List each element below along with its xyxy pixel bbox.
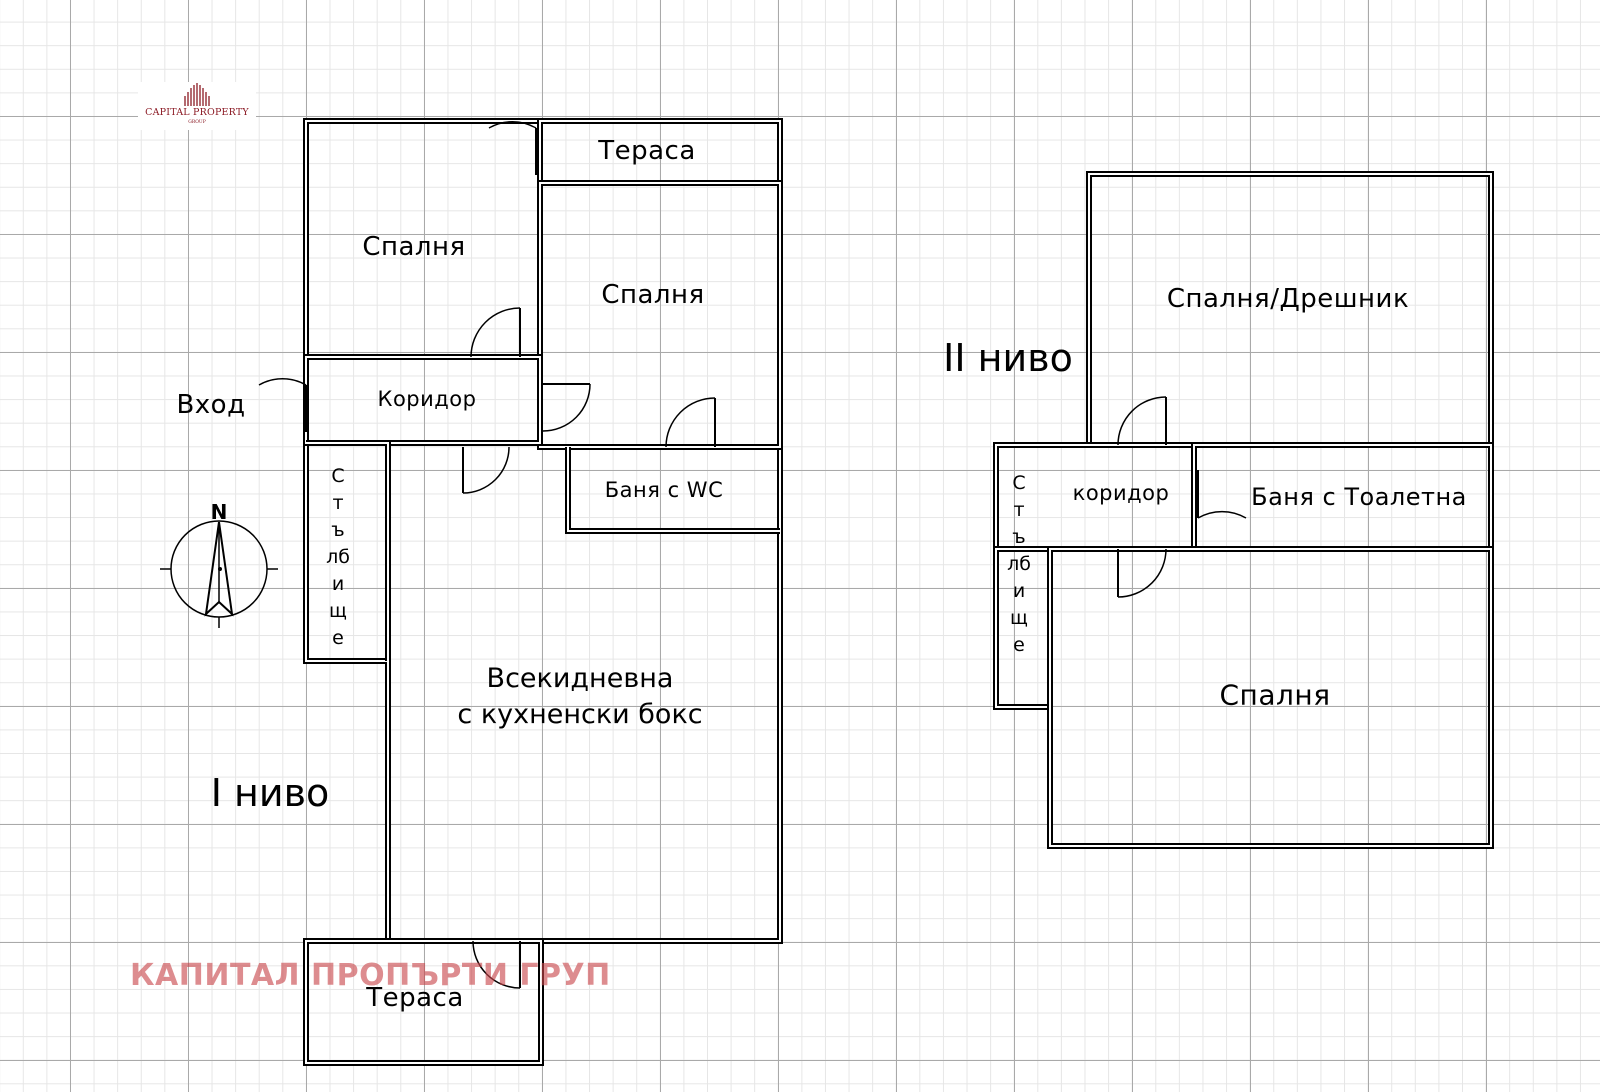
f1-terrace-bottom-wall bbox=[303, 938, 544, 1066]
f1-living-line2: с кухненски бокс bbox=[457, 699, 703, 730]
f1-door-corridor-right bbox=[542, 383, 591, 432]
f1-entrance-label: Вход bbox=[176, 390, 246, 420]
company-logo: CAPITAL PROPERTY GROUP bbox=[138, 82, 256, 130]
logo-name: CAPITAL PROPERTY bbox=[145, 107, 249, 118]
f1-door-living bbox=[462, 446, 510, 494]
logo-subtitle: GROUP bbox=[188, 120, 206, 125]
logo-building-icon bbox=[184, 83, 210, 106]
f2-corridor-label: коридор bbox=[1072, 481, 1170, 505]
walls bbox=[303, 118, 1494, 1066]
f2-door-bedroom-wardrobe bbox=[1117, 396, 1167, 446]
f1-bath-wall bbox=[565, 447, 780, 534]
f1-living-room-label: Всекидневна с кухненски бокс bbox=[457, 661, 702, 733]
f2-door-bedroom bbox=[1117, 548, 1167, 598]
f1-terrace-top-label: Тераса bbox=[598, 136, 696, 166]
f2-staircase-label: Стълбище bbox=[1007, 472, 1031, 656]
f1-door-bedroom-left bbox=[488, 121, 537, 175]
f1-door-entrance bbox=[258, 378, 307, 432]
f2-bedroom-label: Спалня bbox=[1219, 678, 1331, 712]
f1-stair-wall bbox=[306, 440, 391, 661]
f1-door-bedroom-left-corridor bbox=[470, 307, 521, 358]
f2-bathroom-label: Баня с Тоалетна bbox=[1251, 483, 1467, 511]
compass-icon: N bbox=[160, 500, 278, 628]
compass-north-label: N bbox=[211, 500, 228, 524]
f2-bedroom-wardrobe-label: Спалня/Дрешник bbox=[1166, 284, 1410, 314]
level-2-label: II ниво bbox=[943, 336, 1073, 380]
watermark-text: КАПИТАЛ ПРОПЪРТИ ГРУП bbox=[130, 958, 611, 993]
f1-terrace-bottom-label: Тераса bbox=[366, 983, 464, 1013]
f1-bathroom-label: Баня с WC bbox=[604, 478, 724, 502]
f1-door-bedroom-right bbox=[665, 397, 716, 448]
doors bbox=[258, 121, 1247, 989]
f1-living-line1: Всекидневна bbox=[486, 663, 674, 694]
f1-corridor-label: Коридор bbox=[377, 387, 477, 411]
f2-bedroom-wall bbox=[1047, 546, 1494, 849]
level-1-label: I ниво bbox=[210, 771, 330, 815]
f1-bedroom-right-label: Спалня bbox=[601, 280, 705, 310]
f1-bedroom-left-label: Спалня bbox=[362, 232, 466, 262]
f2-door-bathroom bbox=[1197, 470, 1247, 519]
f1-staircase-label: Стълбище bbox=[326, 465, 350, 649]
f1-bedroom-right-wall bbox=[537, 180, 783, 450]
f1-door-terrace-bottom bbox=[472, 940, 521, 989]
